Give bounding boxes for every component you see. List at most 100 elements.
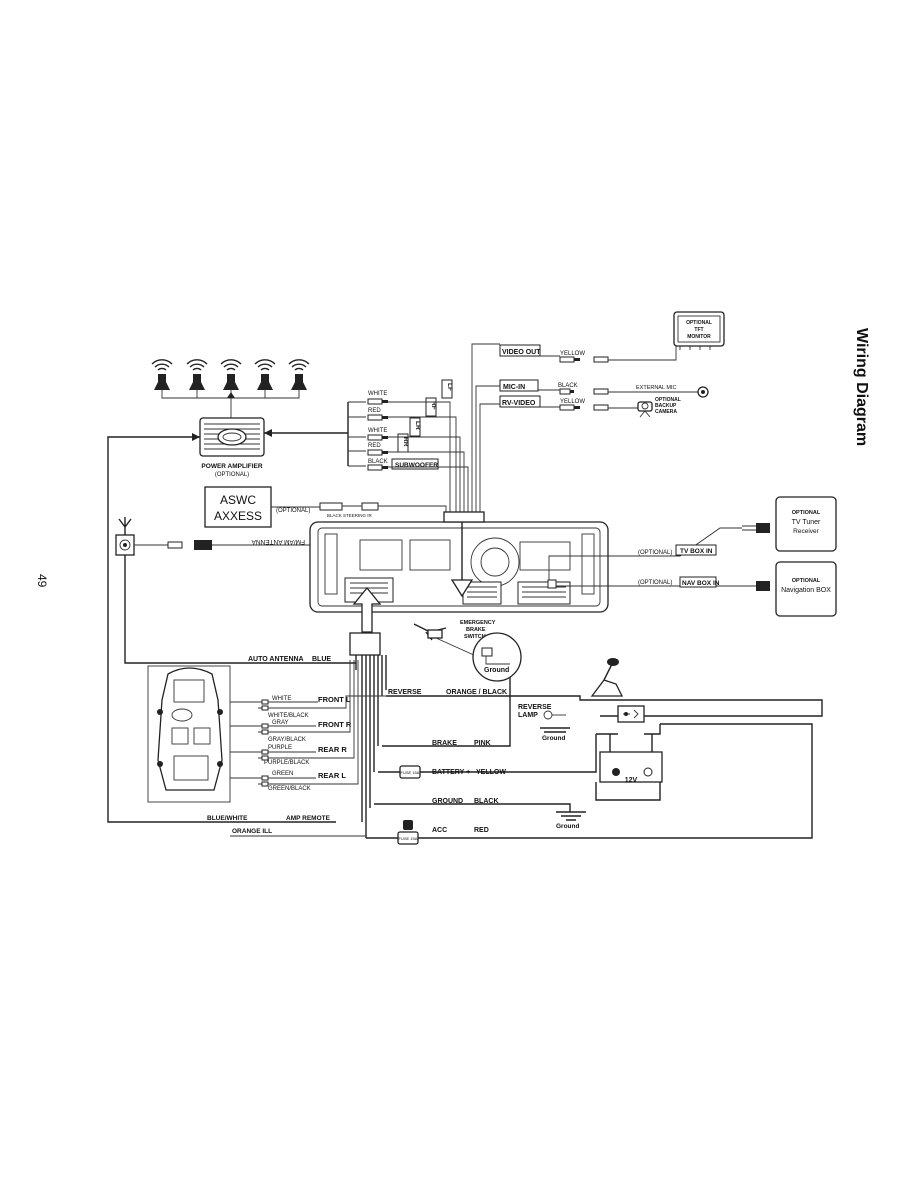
tft-line3: MONITOR: [687, 334, 711, 340]
tft-line2: TFT: [694, 327, 703, 333]
battery-color: YELLOW: [476, 769, 506, 776]
front-r-label: FRONT R: [318, 720, 352, 729]
backup-camera: OPTIONAL BACKUP CAMERA: [637, 397, 681, 418]
acc-color: RED: [474, 827, 489, 834]
brake-switch-line2: BRAKE: [466, 627, 486, 633]
rv-video-tag: RV-VIDEO: [502, 400, 536, 407]
tv-tuner-line1: OPTIONAL: [792, 510, 821, 516]
auto-antenna-color: BLUE: [312, 656, 331, 663]
ground-symbol-label: Ground: [556, 823, 579, 830]
battery-label: BATTERY +: [432, 769, 470, 776]
front-l-label: FRONT L: [318, 695, 351, 704]
external-mic-label: EXTERNAL MIC: [636, 385, 676, 391]
rear-r-label: REAR R: [318, 745, 347, 754]
front-r-minus: GRAY/BLACK: [268, 737, 306, 743]
camera-line1: OPTIONAL: [655, 397, 681, 403]
rca-rf-tag: RF: [430, 401, 437, 410]
amp-remote-color: BLUE/WHITE: [207, 815, 248, 822]
tv-tuner-line2: TV Tuner: [792, 519, 821, 526]
ground-color: BLACK: [474, 798, 499, 805]
left-harness-labels: AUTO ANTENNA BLUE BLUE/WHITE AMP REMOTE …: [207, 656, 366, 837]
page-number: 49: [35, 574, 49, 588]
front-r-plus: GRAY: [272, 720, 289, 726]
brake-ground: Ground: [484, 667, 509, 674]
ill-label: ORANGE ILL: [232, 828, 272, 835]
auto-antenna-label: AUTO ANTENNA: [248, 656, 304, 663]
nav-box-optional: (OPTIONAL): [638, 580, 672, 586]
aswc-optional: (OPTIONAL): [276, 508, 310, 514]
tv-nav-inputs: (OPTIONAL) TV BOX IN OPTIONAL TV Tuner R…: [547, 496, 837, 617]
antenna-label: FM/AM ANTENNA: [251, 538, 305, 545]
speaker-icon: [288, 359, 310, 390]
speaker-icon: [220, 359, 242, 390]
mic-in-tag: MIC-IN: [503, 384, 525, 391]
head-unit: [309, 511, 609, 633]
speaker-icon: [186, 359, 208, 390]
tv-box-optional: (OPTIONAL): [638, 550, 672, 556]
brake-label: BRAKE: [432, 740, 457, 747]
video-out-tag: VIDEO OUT: [502, 349, 541, 356]
nav-box-tag: NAV BOX IN: [682, 580, 720, 587]
navigation-box: OPTIONAL Navigation BOX: [775, 561, 837, 617]
front-l-minus: WHITE/BLACK: [268, 713, 309, 719]
rca-lr-tag: LR: [414, 421, 421, 430]
rca-rf-color: RED: [368, 408, 381, 414]
rca-lr-color: WHITE: [368, 428, 387, 434]
page-title: Wiring Diagram: [853, 328, 870, 446]
reverse-lamp-line2: LAMP: [518, 712, 538, 719]
rear-r-minus: PURPLE/BLACK: [264, 760, 309, 766]
right-harness: REVERSE ORANGE / BLACK BRAKE PINK FUSE 1…: [366, 660, 823, 845]
power-amplifier: POWER AMPLIFIER (OPTIONAL): [199, 417, 265, 478]
ground-label: GROUND: [432, 798, 463, 805]
speaker-icon: [151, 359, 173, 390]
brake-switch-line3: SWITCH: [464, 634, 486, 640]
rca-rr-tag: RR: [402, 437, 409, 447]
amp-speakers: POWER AMPLIFIER (OPTIONAL): [107, 359, 340, 823]
rca-sub-tag: SUBWOOFER: [395, 462, 438, 469]
tft-line1: OPTIONAL: [686, 320, 712, 326]
power-amp-note: (OPTIONAL): [215, 472, 249, 478]
rca-outputs: WHITE RED WHITE RED BLACK LF RF LR RR SU…: [340, 379, 469, 512]
reverse-color: ORANGE / BLACK: [446, 689, 507, 696]
rca-lf-color: WHITE: [368, 391, 387, 397]
aswc-wire: BLACK STEERING IR: [327, 513, 373, 518]
aswc-line1: ASWC: [220, 493, 256, 507]
antenna-input: FM/AM ANTENNA: [115, 517, 356, 664]
car-diagram: [147, 665, 258, 803]
rv-video-color: YELLOW: [560, 399, 585, 405]
tft-monitor: OPTIONAL TFT MONITOR: [673, 311, 725, 350]
video-out-color: YELLOW: [560, 351, 585, 357]
rear-r-plus: PURPLE: [268, 745, 292, 751]
external-mic: EXTERNAL MIC: [636, 385, 709, 398]
rear-l-minus: GREEN/BLACK: [268, 786, 311, 792]
battery-voltage: 12V: [625, 777, 638, 784]
reverse-label: REVERSE: [388, 689, 422, 696]
tv-tuner-line3: Receiver: [793, 528, 819, 535]
rear-l-label: REAR L: [318, 771, 346, 780]
acc-label: ACC: [432, 827, 447, 834]
aswc-line2: AXXESS: [214, 509, 262, 523]
reverse-lamp-ground: Ground: [542, 735, 565, 742]
battery-fuse-label: FUSE 15A: [401, 770, 420, 775]
power-harness: [349, 632, 387, 838]
av-connectors: VIDEO OUT MIC-IN RV-VIDEO YELLOW BLACK Y…: [471, 311, 725, 512]
page-title-group: Wiring Diagram: [853, 328, 870, 446]
reverse-lamp-line1: REVERSE: [518, 704, 552, 711]
tv-tuner-box: OPTIONAL TV Tuner Receiver: [775, 496, 837, 552]
speaker-icon: [254, 359, 276, 390]
mic-in-color: BLACK: [558, 383, 578, 389]
rca-lf-tag: LF: [446, 383, 453, 391]
power-amp-label: POWER AMPLIFIER: [201, 463, 262, 470]
emergency-brake: EMERGENCY BRAKE SWITCH Ground: [413, 620, 522, 682]
acc-fuse-label: FUSE 15A: [399, 836, 418, 841]
rear-l-plus: GREEN: [272, 771, 293, 777]
rca-sub-color: BLACK: [368, 459, 388, 465]
reverse-lamp: REVERSE LAMP Ground: [518, 658, 624, 742]
amp-remote-label: AMP REMOTE: [286, 815, 331, 822]
brake-switch-line1: EMERGENCY: [460, 620, 496, 626]
battery-block: 12V: [595, 705, 663, 801]
rca-rr-color: RED: [368, 443, 381, 449]
front-l-plus: WHITE: [272, 696, 291, 702]
aswc-module: ASWC AXXESS (OPTIONAL) BLACK STEERING IR: [204, 486, 447, 528]
camera-line2: BACKUP: [655, 403, 677, 409]
